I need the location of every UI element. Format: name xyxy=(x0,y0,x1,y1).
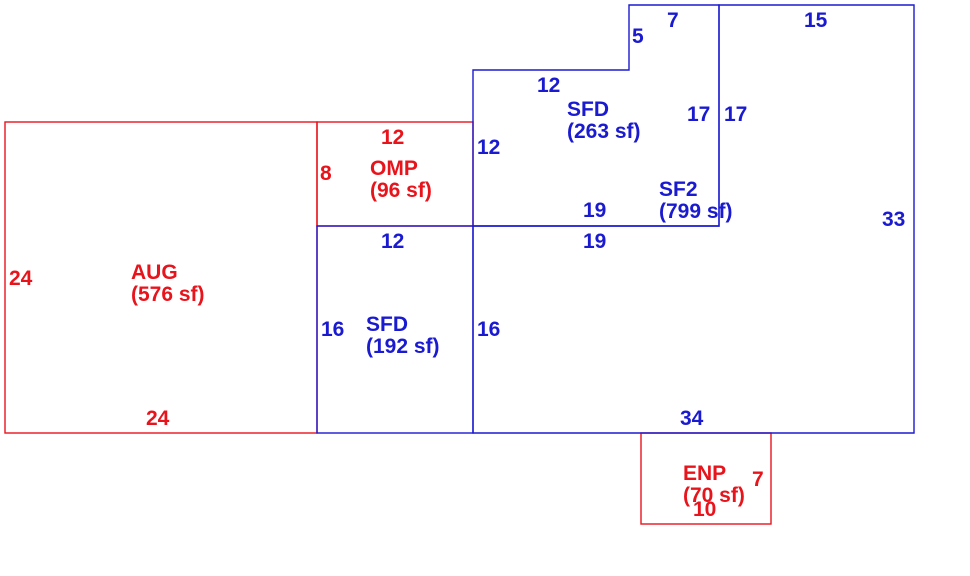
enp-area: (70 sf) xyxy=(683,484,745,507)
dim-sfd-lower-top: 12 xyxy=(381,230,404,253)
aug-area: (576 sf) xyxy=(131,283,205,306)
dim-aug-left: 24 xyxy=(9,267,33,290)
dim-aug-bottom: 24 xyxy=(146,407,170,430)
dim-sfd-upper-right: 17 xyxy=(687,103,710,126)
dim-sfd-lower-right: 16 xyxy=(477,318,500,341)
dim-omp-left: 8 xyxy=(320,162,332,185)
sf2-code: SF2 xyxy=(659,178,698,201)
dim-sf2-mid: 19 xyxy=(583,230,606,253)
dim-sf2-bottom: 34 xyxy=(680,407,704,430)
dim-enp-right: 7 xyxy=(752,468,764,491)
sf2-area: (799 sf) xyxy=(659,200,733,223)
sfd-upper-area: (263 sf) xyxy=(567,120,641,143)
enp-code: ENP xyxy=(683,462,726,485)
dim-enp-bottom: 10 xyxy=(693,498,716,521)
dim-sfd-upper-top: 12 xyxy=(537,74,560,97)
dim-notch-left: 5 xyxy=(632,25,644,48)
sfd-upper-code: SFD xyxy=(567,98,609,121)
dim-notch-top: 7 xyxy=(667,9,679,32)
dim-sf2-top: 15 xyxy=(804,9,828,32)
sfd-lower-area: (192 sf) xyxy=(366,335,440,358)
sfd-lower-code: SFD xyxy=(366,313,408,336)
dim-sf2-right: 33 xyxy=(882,208,905,231)
omp-code: OMP xyxy=(370,157,418,180)
dim-omp-top: 12 xyxy=(381,126,404,149)
dim-sf2-left: 17 xyxy=(724,103,747,126)
sf2-outline xyxy=(472,4,915,434)
dim-sfd-lower-left: 16 xyxy=(321,318,344,341)
omp-area: (96 sf) xyxy=(370,179,432,202)
dim-sfd-upper-bottom: 19 xyxy=(583,199,606,222)
dim-sfd-upper-left: 12 xyxy=(477,136,500,159)
aug-code: AUG xyxy=(131,261,178,284)
